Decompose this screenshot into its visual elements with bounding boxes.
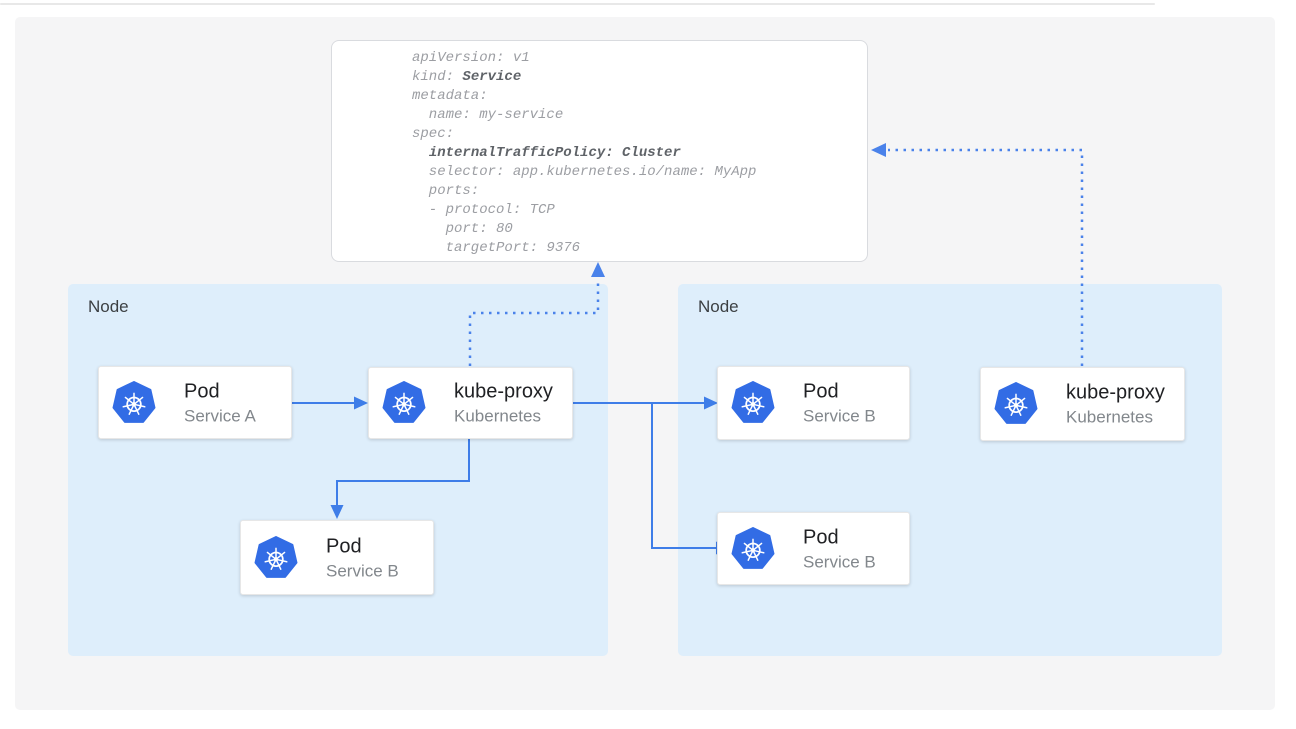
code-line: ports: [412,183,480,199]
top-divider [0,3,1155,5]
card-subtitle: Service B [326,561,399,580]
code-line: internalTrafficPolicy: Cluster [428,145,681,161]
card-pod-service-b-left: Pod Service B [240,520,434,595]
card-subtitle: Kubernetes [1066,407,1153,427]
node-label: Node [88,297,129,316]
card-pod-service-b-right-top: Pod Service B [717,366,910,440]
service-yaml-box: apiVersion: v1 kind: Service metadata: n… [331,40,868,262]
code-line: metadata: [412,88,488,104]
card-subtitle: Service A [184,406,256,425]
kubernetes-icon [112,381,156,425]
code-line: targetPort: 9376 [412,240,581,256]
card-title: Pod [803,380,839,403]
kubernetes-icon [382,381,426,425]
card-pod-service-a: Pod Service A [98,366,292,439]
card-title: Pod [184,380,220,402]
card-title: kube-proxy [454,380,553,403]
code-line: port: 80 [412,221,513,237]
card-title: Pod [326,535,362,557]
kubernetes-icon [731,381,775,425]
code-line: kind: Service [412,69,522,85]
code-line: spec: [412,126,455,142]
code-line: name: my-service [412,107,564,123]
card-subtitle: Service B [803,552,876,571]
code-line: - protocol: TCP [412,202,555,218]
kubernetes-icon [731,527,775,571]
kubernetes-icon [254,536,298,580]
code-line: selector: app.kubernetes.io/name: MyApp [412,164,757,180]
node-right-box: Node [678,284,1222,656]
card-pod-service-b-right-bottom: Pod Service B [717,512,910,585]
code-line: apiVersion: v1 [412,50,530,66]
card-subtitle: Kubernetes [454,406,541,426]
node-left-box: Node [68,284,608,656]
card-kube-proxy-right: kube-proxy Kubernetes [980,367,1185,441]
card-title: Pod [803,526,839,548]
card-title: kube-proxy [1066,381,1165,404]
card-subtitle: Service B [803,406,876,426]
node-label: Node [698,297,739,316]
kubernetes-icon [994,382,1038,426]
card-kube-proxy-left: kube-proxy Kubernetes [368,367,573,439]
